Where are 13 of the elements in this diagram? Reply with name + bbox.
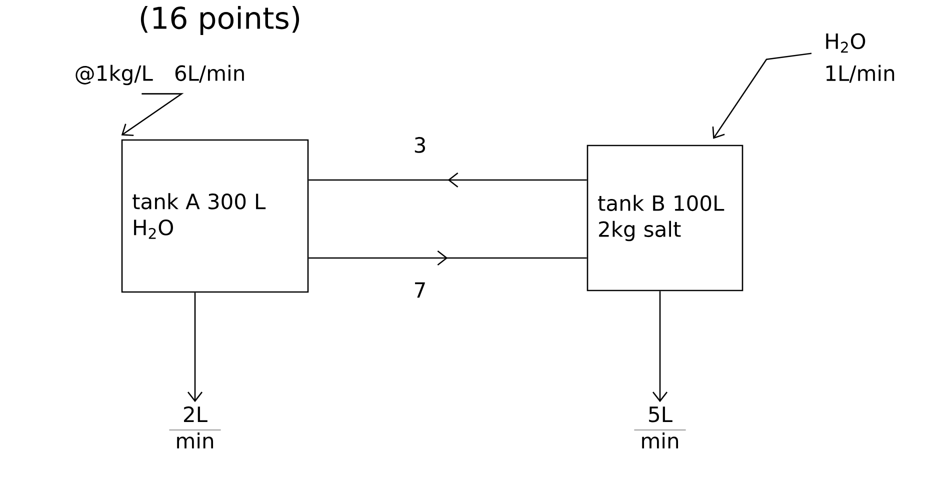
tank-box: tank B 100L 2kg salt xyxy=(586,144,744,292)
arrow xyxy=(712,52,812,139)
edge-label: 7 xyxy=(415,282,425,298)
title: (16 points) xyxy=(140,6,300,36)
flow-rate: 5L min xyxy=(634,406,686,448)
arrow xyxy=(121,93,184,136)
arrow xyxy=(652,291,668,402)
flow-label: @1kg/L 6L/min xyxy=(76,64,244,86)
flow-rate: 2L min xyxy=(169,406,221,448)
flow-label: H$_{2}$O 1L/min xyxy=(826,33,894,83)
tank-box: tank A 300 L H$_{2}$O xyxy=(121,139,309,293)
arrow xyxy=(188,292,203,402)
edge-label: 3 xyxy=(414,137,425,153)
